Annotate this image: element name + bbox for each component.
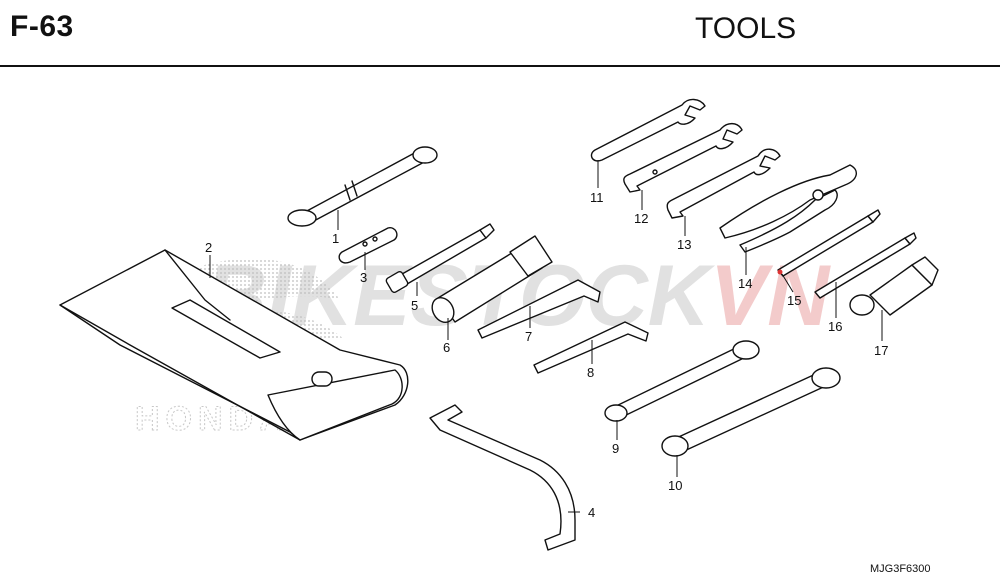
callout-labels: 1 2 3 4 5 6 7 8 9 10 11 12 13 14 15 16 1… [205, 190, 888, 520]
part-14-pliers [719, 164, 857, 253]
part-7-hex-key [477, 279, 601, 339]
page-header: F-63 TOOLS [0, 0, 1000, 67]
callout-14: 14 [738, 276, 752, 291]
page-title: TOOLS [695, 12, 797, 45]
callout-15: 15 [787, 293, 801, 308]
callout-17: 17 [874, 343, 888, 358]
part-1-pin-spanner [287, 146, 438, 227]
callout-10: 10 [668, 478, 682, 493]
part-2-tool-bag [59, 249, 409, 441]
callout-5: 5 [411, 298, 418, 313]
part-12-spanner [623, 122, 743, 193]
callout-3: 3 [360, 270, 367, 285]
part-10-ring-spanner [661, 367, 841, 457]
header-divider [0, 65, 1000, 67]
callout-9: 9 [612, 441, 619, 456]
page-code: F-63 [10, 10, 74, 43]
part-6-socket-wrench [431, 235, 553, 324]
part-11-spanner [590, 98, 706, 162]
part-3-plate-wrench [338, 227, 398, 264]
part-16-screwdriver [814, 232, 917, 299]
callout-11: 11 [590, 190, 604, 205]
callout-7: 7 [525, 329, 532, 344]
part-4-handle [429, 404, 576, 551]
callout-8: 8 [587, 365, 594, 380]
callout-6: 6 [443, 340, 450, 355]
part-9-ring-spanner [604, 340, 760, 422]
part-17-screwdriver-handle [849, 256, 939, 316]
part-15-screwdriver [777, 209, 881, 277]
part-13-spanner [666, 148, 781, 219]
part-5-screwdriver-bit [385, 223, 495, 294]
callout-4: 4 [588, 505, 595, 520]
part-8-hex-key [533, 321, 649, 374]
callout-12: 12 [634, 211, 648, 226]
drawing-code: MJG3F6300 [870, 563, 931, 575]
callout-2: 2 [205, 240, 212, 255]
callout-16: 16 [828, 319, 842, 334]
callout-1: 1 [332, 231, 339, 246]
leader-lines [209, 160, 883, 513]
tools-diagram: BIKESTOCKVN HONDA [59, 98, 939, 551]
callout-13: 13 [677, 237, 691, 252]
